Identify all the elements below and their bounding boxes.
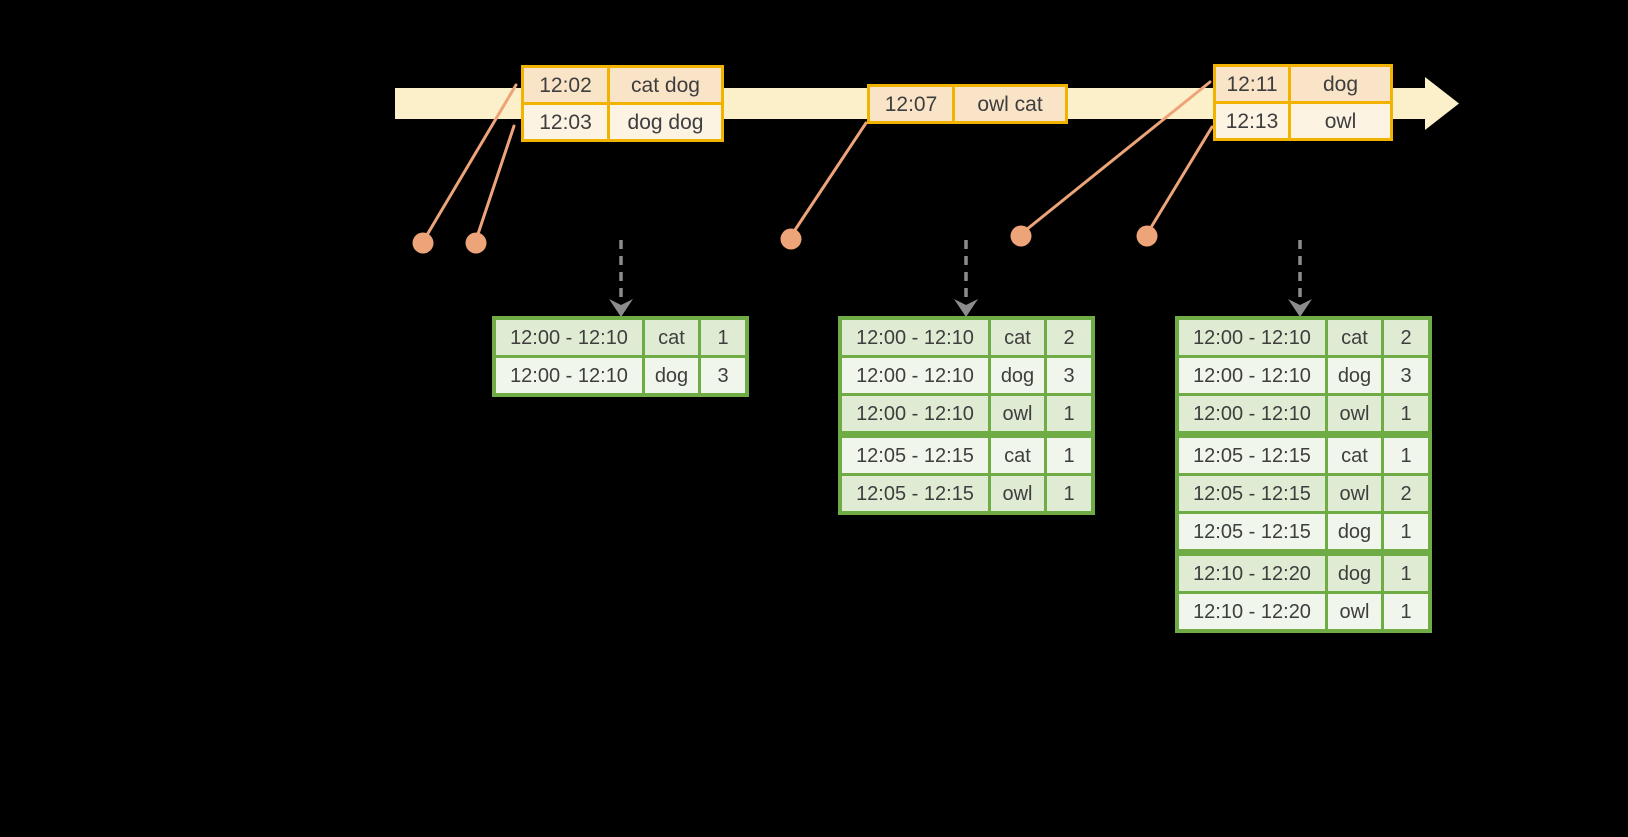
- event-time-cell: 12:11: [1216, 67, 1288, 101]
- result-word-cell: cat: [991, 320, 1044, 355]
- result-word-cell: owl: [991, 476, 1044, 511]
- connector-line-12-02: [422, 83, 518, 242]
- result-window-cell: 12:10 - 12:20: [1179, 594, 1325, 629]
- result-window-cell: 12:00 - 12:10: [1179, 358, 1325, 393]
- event-dot-3: [780, 228, 802, 250]
- result-row: 12:05 - 12:15 owl 2: [1179, 476, 1428, 511]
- result-row: 12:00 - 12:10 cat 2: [1179, 320, 1428, 355]
- result-row: 12:00 - 12:10 cat 1: [496, 320, 745, 355]
- result-window-cell: 12:00 - 12:10: [1179, 320, 1325, 355]
- result-table-3: 12:00 - 12:10 cat 2 12:00 - 12:10 dog 3 …: [1175, 316, 1432, 633]
- result-word-cell: dog: [645, 358, 698, 393]
- result-word-cell: dog: [1328, 358, 1381, 393]
- event-words-cell: cat dog: [610, 68, 721, 102]
- connector-line-12-11: [1019, 80, 1212, 236]
- event-table-1: 12:02 cat dog 12:03 dog dog: [521, 65, 724, 142]
- event-row: 12:03 dog dog: [524, 105, 721, 139]
- result-word-cell: dog: [1328, 514, 1381, 549]
- trigger-arrows: [609, 240, 1312, 317]
- result-word-cell: cat: [1328, 438, 1381, 473]
- result-count-cell: 1: [701, 320, 745, 355]
- result-count-cell: 1: [1384, 396, 1428, 431]
- event-words-cell: dog: [1291, 67, 1390, 101]
- result-table-1: 12:00 - 12:10 cat 1 12:00 - 12:10 dog 3: [492, 316, 749, 397]
- connector-line-12-07: [789, 121, 868, 238]
- result-count-cell: 1: [1384, 556, 1428, 591]
- event-dot-4: [1010, 225, 1032, 247]
- result-row: 12:10 - 12:20 owl 1: [1179, 594, 1428, 629]
- result-word-cell: owl: [991, 396, 1044, 431]
- event-connectors: [422, 80, 1214, 242]
- event-dot-1: [412, 232, 434, 254]
- result-count-cell: 2: [1047, 320, 1091, 355]
- result-count-cell: 3: [1047, 358, 1091, 393]
- result-count-cell: 3: [1384, 358, 1428, 393]
- result-window-cell: 12:00 - 12:10: [842, 320, 988, 355]
- result-row: 12:05 - 12:15 dog 1: [1179, 514, 1428, 549]
- result-word-cell: dog: [991, 358, 1044, 393]
- result-window-cell: 12:05 - 12:15: [842, 438, 988, 473]
- event-dot-5: [1136, 225, 1158, 247]
- result-window-cell: 12:00 - 12:10: [1179, 396, 1325, 431]
- event-row: 12:02 cat dog: [524, 68, 721, 102]
- event-time-cell: 12:07: [870, 87, 952, 121]
- event-words-cell: owl cat: [955, 87, 1065, 121]
- event-table-2: 12:07 owl cat: [867, 84, 1068, 124]
- trigger-arrowhead-icon-1: [609, 299, 633, 317]
- result-window-cell: 12:00 - 12:10: [842, 396, 988, 431]
- result-count-cell: 1: [1047, 438, 1091, 473]
- result-word-cell: owl: [1328, 594, 1381, 629]
- result-word-cell: cat: [645, 320, 698, 355]
- result-word-cell: owl: [1328, 396, 1381, 431]
- event-words-cell: dog dog: [610, 105, 721, 139]
- result-count-cell: 1: [1047, 396, 1091, 431]
- event-table-3: 12:11 dog 12:13 owl: [1213, 64, 1393, 141]
- result-row: 12:00 - 12:10 dog 3: [496, 358, 745, 393]
- event-row: 12:11 dog: [1216, 67, 1390, 101]
- event-row: 12:13 owl: [1216, 104, 1390, 138]
- result-window-cell: 12:10 - 12:20: [1179, 556, 1325, 591]
- result-count-cell: 2: [1384, 320, 1428, 355]
- result-count-cell: 1: [1384, 438, 1428, 473]
- event-time-cell: 12:03: [524, 105, 607, 139]
- result-count-cell: 1: [1047, 476, 1091, 511]
- result-window-cell: 12:00 - 12:10: [496, 358, 642, 393]
- result-word-cell: cat: [1328, 320, 1381, 355]
- result-window-cell: 12:05 - 12:15: [842, 476, 988, 511]
- connector-line-12-13: [1145, 125, 1214, 236]
- event-time-cell: 12:13: [1216, 104, 1288, 138]
- result-row: 12:05 - 12:15 owl 1: [842, 476, 1091, 511]
- result-word-cell: cat: [991, 438, 1044, 473]
- result-row: 12:00 - 12:10 owl 1: [842, 396, 1091, 431]
- result-word-cell: dog: [1328, 556, 1381, 591]
- connector-line-12-03: [474, 124, 516, 242]
- result-row: 12:05 - 12:15 cat 1: [842, 438, 1091, 473]
- result-window-cell: 12:05 - 12:15: [1179, 438, 1325, 473]
- result-row: 12:10 - 12:20 dog 1: [1179, 556, 1428, 591]
- result-row: 12:00 - 12:10 dog 3: [1179, 358, 1428, 393]
- event-row: 12:07 owl cat: [870, 87, 1065, 121]
- event-words-cell: owl: [1291, 104, 1390, 138]
- result-count-cell: 1: [1384, 594, 1428, 629]
- timeline-arrowhead-icon: [1425, 77, 1459, 130]
- result-count-cell: 1: [1384, 514, 1428, 549]
- result-row: 12:00 - 12:10 cat 2: [842, 320, 1091, 355]
- event-time-cell: 12:02: [524, 68, 607, 102]
- event-dots: [412, 225, 1158, 254]
- result-word-cell: owl: [1328, 476, 1381, 511]
- result-table-2: 12:00 - 12:10 cat 2 12:00 - 12:10 dog 3 …: [838, 316, 1095, 515]
- trigger-arrowhead-icon-3: [1288, 299, 1312, 317]
- result-row: 12:00 - 12:10 dog 3: [842, 358, 1091, 393]
- result-row: 12:05 - 12:15 cat 1: [1179, 438, 1428, 473]
- result-window-cell: 12:05 - 12:15: [1179, 514, 1325, 549]
- result-count-cell: 3: [701, 358, 745, 393]
- result-row: 12:00 - 12:10 owl 1: [1179, 396, 1428, 431]
- result-window-cell: 12:00 - 12:10: [842, 358, 988, 393]
- result-window-cell: 12:00 - 12:10: [496, 320, 642, 355]
- trigger-arrowhead-icon-2: [954, 299, 978, 317]
- event-dot-2: [465, 232, 487, 254]
- result-count-cell: 2: [1384, 476, 1428, 511]
- result-window-cell: 12:05 - 12:15: [1179, 476, 1325, 511]
